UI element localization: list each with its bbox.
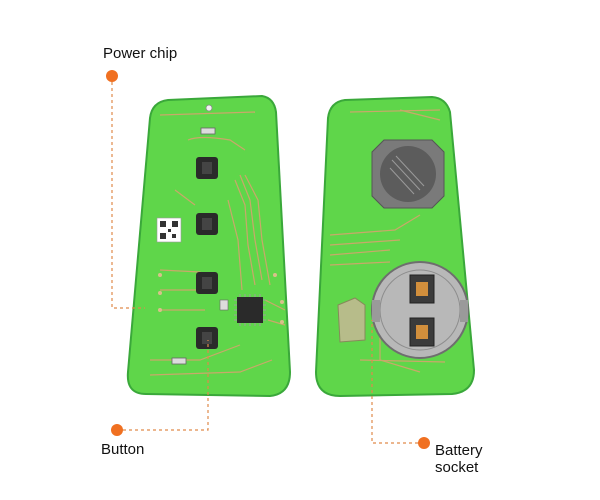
tactile-switch-icon — [196, 327, 218, 349]
right-pcb-board — [314, 95, 476, 398]
callout-battery-socket — [371, 320, 430, 449]
orange-dot-icon — [111, 424, 123, 436]
callout-power-chip — [106, 70, 145, 309]
buzzer-component — [371, 139, 445, 209]
label-button: Button — [101, 441, 145, 458]
power-chip — [234, 294, 266, 326]
label-battery-socket: Battery socket — [435, 442, 483, 476]
orange-dot-icon — [106, 70, 118, 82]
callout-button — [111, 340, 209, 436]
antenna-pad — [337, 297, 366, 343]
left-pcb-board — [126, 94, 292, 398]
orange-dot-icon — [418, 437, 430, 449]
tactile-switch-icon — [196, 157, 218, 179]
smd-component — [200, 127, 216, 135]
tactile-switch-icon — [196, 213, 218, 235]
tactile-switch-icon — [196, 272, 218, 294]
coin-cell-holder-icon — [371, 261, 469, 359]
label-power-chip: Power chip — [103, 45, 178, 62]
qr-sticker — [156, 217, 182, 243]
